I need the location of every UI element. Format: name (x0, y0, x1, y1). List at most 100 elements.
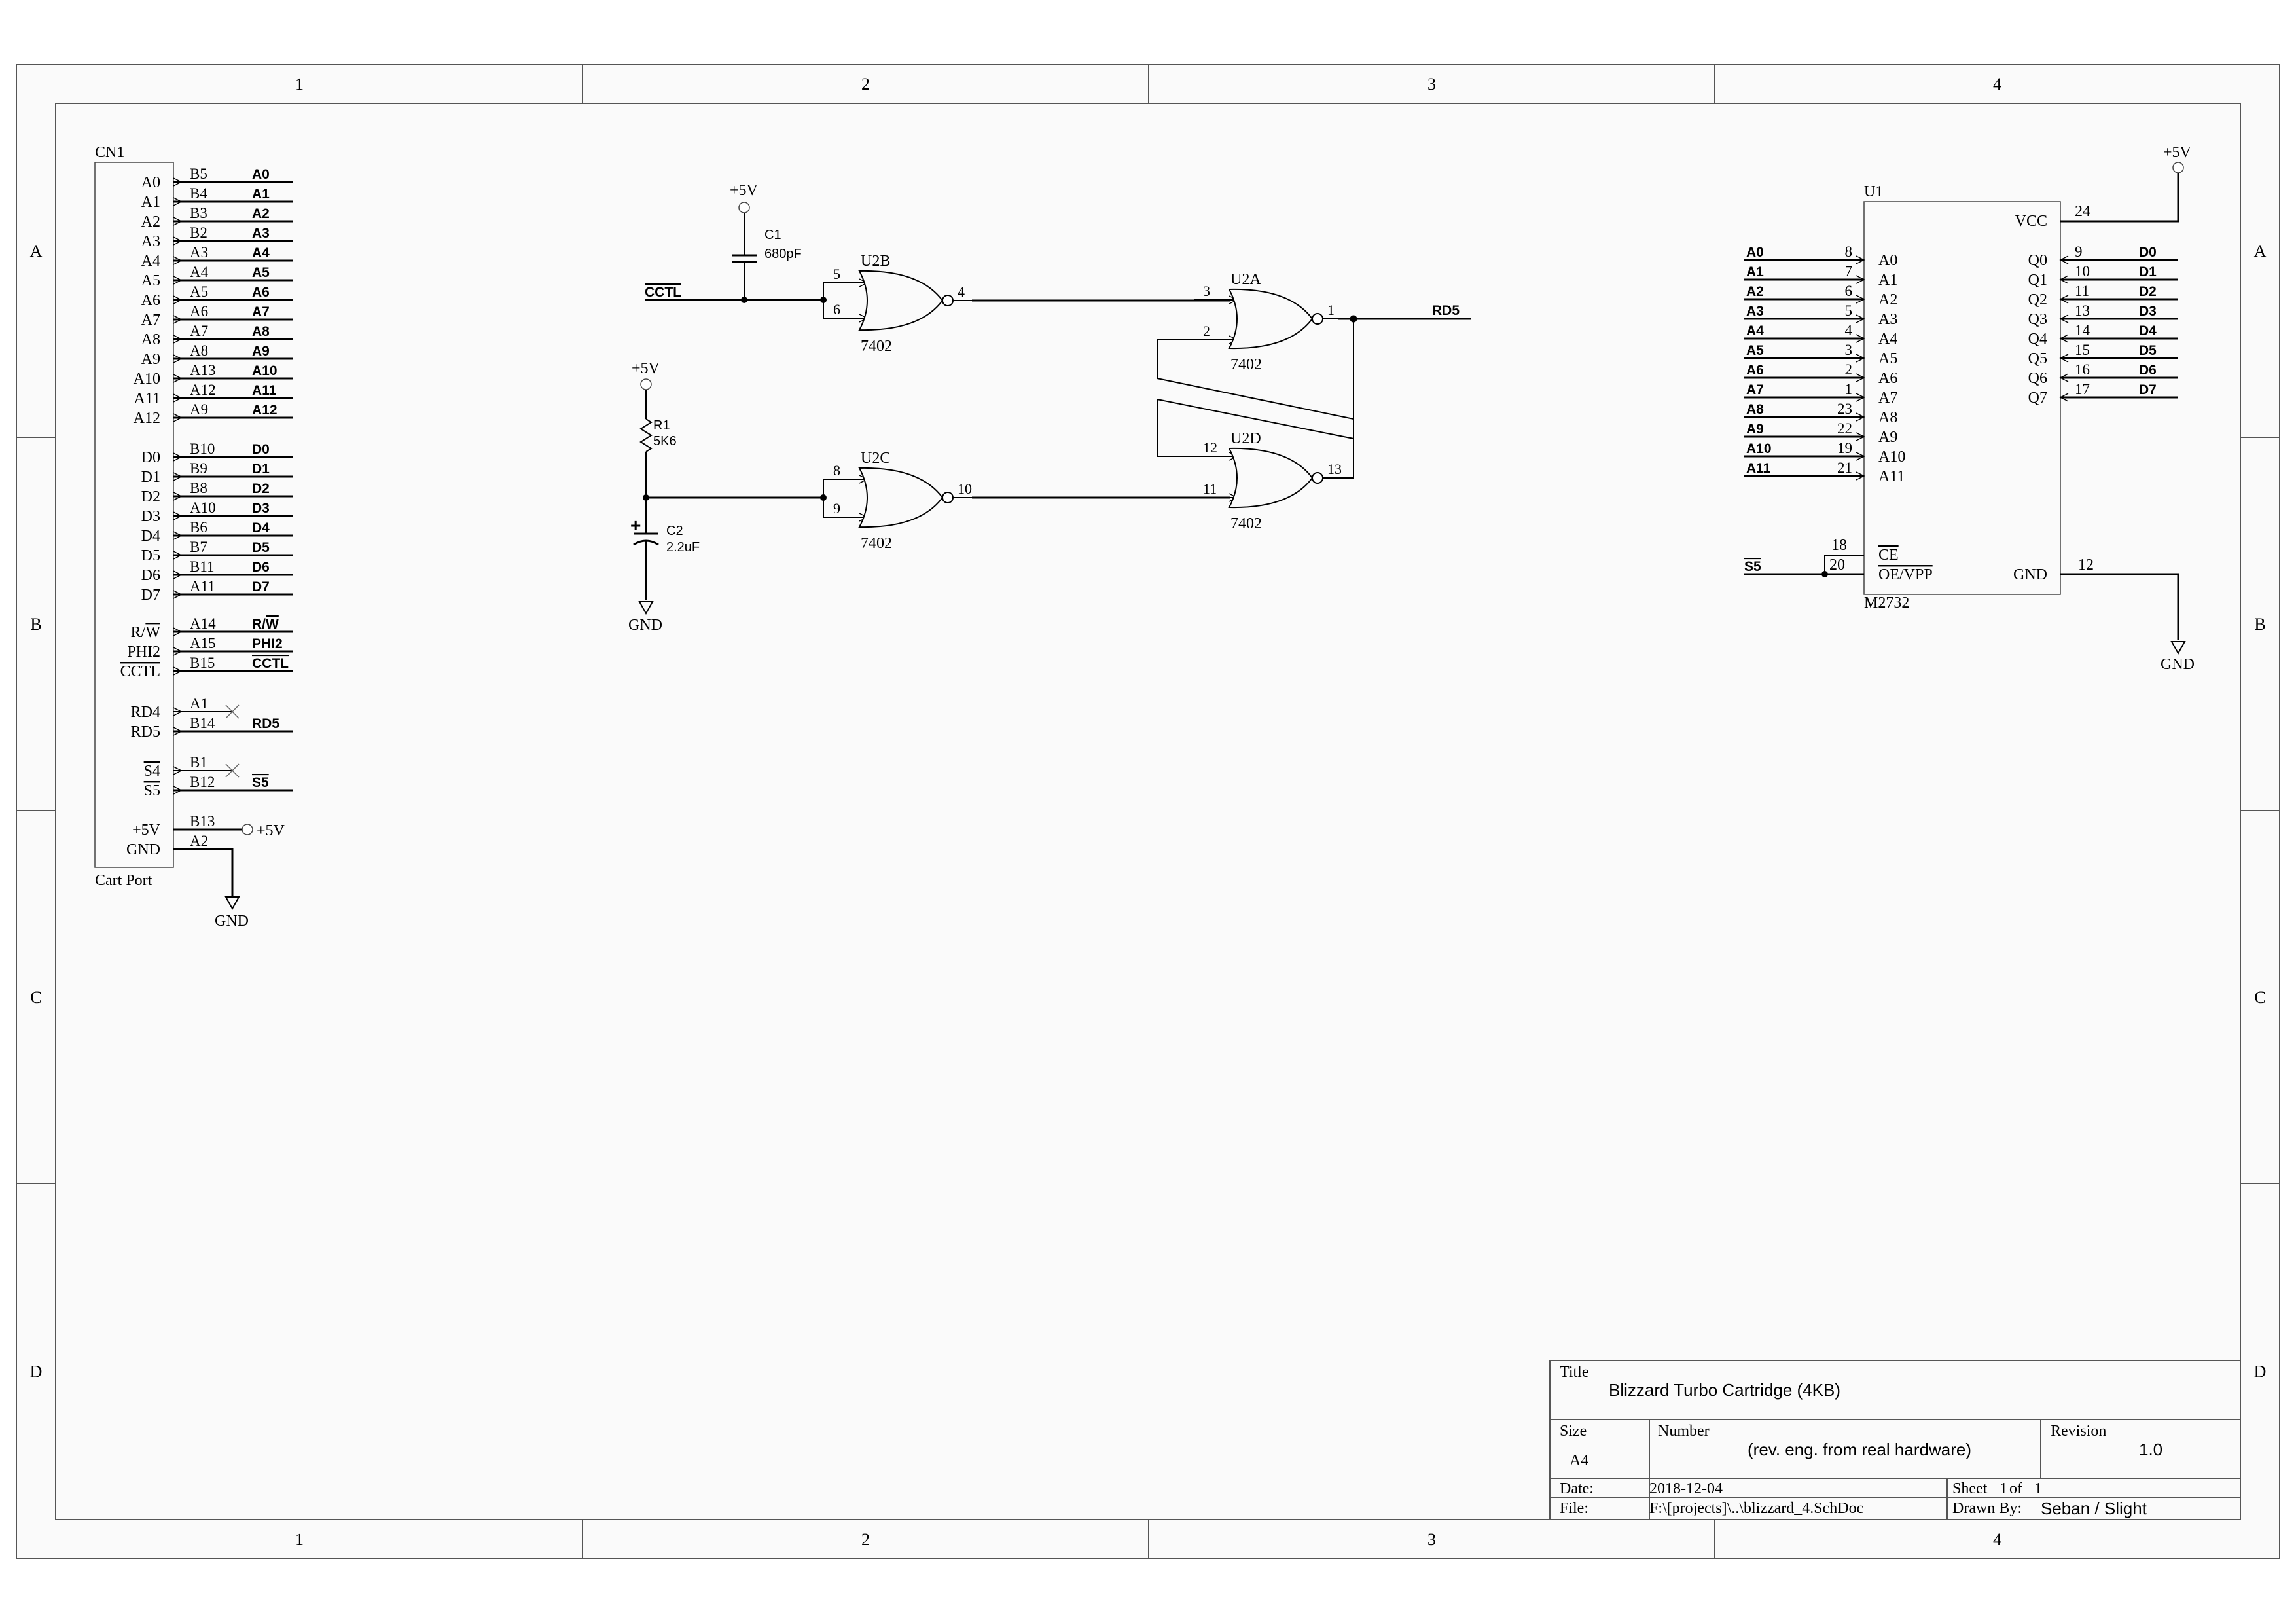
eprom-pin-label: A9 (1878, 429, 1897, 446)
connector-pin-number: B1 (190, 754, 207, 771)
label-plain: R/ (131, 624, 146, 641)
connector-pin-label: A3 (141, 233, 160, 250)
ground-symbol (224, 896, 240, 911)
net-label: D1 (252, 462, 270, 477)
connector-ref: CN1 (95, 144, 124, 161)
pin-arrow (1856, 393, 1865, 402)
eprom-pin-label: A5 (1878, 350, 1897, 367)
cn1-vcc-label: +5V (257, 822, 285, 839)
eprom-u1: U1 M2732 VCC 24 +5V GND 12 GND CE OE/VPP… (1744, 144, 2195, 673)
no-connect-marker (225, 704, 240, 719)
inversion-bubble (1312, 472, 1323, 484)
ground-symbol (2170, 641, 2186, 655)
connector-pin-label: A6 (141, 292, 160, 309)
eprom-pin-label: A3 (1878, 311, 1897, 328)
pin-arrow (1856, 432, 1865, 441)
file-value: F:\[projects]\..\blizzard_4.SchDoc (1649, 1500, 1863, 1517)
connector-pin-label: D0 (141, 449, 160, 466)
net-label: D7 (2139, 382, 2157, 397)
net-label: A3 (252, 226, 270, 241)
connector-pin-number: B14 (190, 715, 215, 731)
connector-pin-label: D7 (141, 587, 160, 604)
zone-column-label: 4 (1993, 1530, 2001, 1549)
connector-pin-label: A11 (134, 390, 160, 407)
pin-arrow (1856, 373, 1865, 382)
svg-text:GND: GND (628, 617, 662, 634)
zone-row-label: A (30, 242, 43, 261)
eprom-pin-number: 4 (1845, 322, 1853, 338)
connector-pin-label: A7 (141, 312, 160, 329)
title-caption: Title (1560, 1364, 1588, 1381)
connector-pin-number: A11 (190, 578, 215, 594)
connector-pin-number: A7 (190, 323, 208, 339)
eprom-vcc-pin: 24 (2075, 203, 2090, 220)
connector-pin-label: A5 (141, 272, 160, 289)
resistor-r1 (639, 418, 653, 452)
connector-pin-label: D3 (141, 508, 160, 525)
date-caption: Date: (1560, 1480, 1594, 1497)
net-label: A10 (252, 363, 278, 378)
eprom-pin-number: 22 (1837, 420, 1852, 437)
number-value: (rev. eng. from real hardware) (1748, 1440, 1971, 1459)
net-label: D5 (2139, 343, 2157, 358)
title-block: Title Blizzard Turbo Cartridge (4KB) Siz… (1549, 1360, 2241, 1520)
connector-pin-number: B6 (190, 519, 207, 536)
connector-pin-label: A4 (141, 253, 160, 270)
rd5-net-label: RD5 (1432, 303, 1460, 318)
pin-arrow (1856, 255, 1865, 264)
eprom-pin-label: Q0 (2028, 252, 2047, 269)
gate-pin-number: 2 (1203, 323, 1210, 339)
gate-ref: U2D (1230, 430, 1261, 447)
net-label: A9 (252, 344, 270, 359)
net-label: D6 (2139, 363, 2157, 378)
net-label: D3 (2139, 304, 2157, 319)
eprom-pin-number: 11 (2075, 283, 2089, 299)
connector-pin-label: RD5 (131, 723, 160, 740)
eprom-pin-label: Q3 (2028, 311, 2047, 328)
gate-pin-number: 3 (1203, 283, 1210, 299)
connector-pin-number: A2 (190, 833, 208, 849)
connector-pin-number: A15 (190, 635, 216, 651)
zone-row-label: C (2254, 988, 2265, 1007)
net-label: A7 (1746, 382, 1764, 397)
net-label: D0 (2139, 245, 2157, 260)
gate-body (858, 467, 944, 528)
zone-row-label: D (30, 1362, 43, 1381)
eprom-pin-label: A4 (1878, 331, 1897, 348)
pin-arrow (1856, 354, 1865, 363)
net-label: D4 (252, 520, 270, 536)
zone-column-label: 3 (1427, 1530, 1436, 1549)
zone-column-label: 2 (861, 75, 870, 94)
net-label: CCTL (252, 656, 289, 671)
rc-network: +5V R1 5K6 + C2 2.2uF GND (628, 360, 867, 634)
connector-pin-number: A13 (190, 362, 216, 378)
gate-pin-number: 11 (1203, 481, 1217, 497)
svg-text:+5V: +5V (632, 360, 660, 377)
vcc-port (2172, 162, 2184, 173)
sheet-caption: Sheet (1952, 1480, 1988, 1497)
connector-pin-number: A5 (190, 283, 208, 300)
eprom-oe-pin: 20 (1829, 556, 1845, 574)
eprom-gnd-label: GND (2013, 566, 2047, 583)
gate-pin-number: 9 (833, 500, 840, 517)
eprom-type: M2732 (1864, 594, 1909, 611)
net-label: A8 (1746, 402, 1764, 417)
eprom-ref: U1 (1864, 183, 1883, 200)
eprom-pin-number: 3 (1845, 342, 1853, 358)
net-label: RD5 (252, 716, 279, 731)
eprom-gnd-pin: 12 (2078, 556, 2094, 574)
date-value: 2018-12-04 (1649, 1480, 1723, 1497)
net-label: A9 (1746, 422, 1764, 437)
file-caption: File: (1560, 1500, 1588, 1517)
zone-column-label: 1 (295, 75, 304, 94)
connector-pin-number: B8 (190, 480, 207, 496)
net-label: D5 (252, 540, 270, 555)
net-label: A8 (252, 324, 270, 339)
connector-pin-label: S4 (144, 763, 160, 780)
net-label: A3 (1746, 304, 1764, 319)
connector-pin-label: GND (126, 841, 160, 858)
gate-body (1228, 447, 1314, 509)
pin-arrow (1856, 452, 1865, 461)
net-label: A1 (1746, 264, 1764, 280)
